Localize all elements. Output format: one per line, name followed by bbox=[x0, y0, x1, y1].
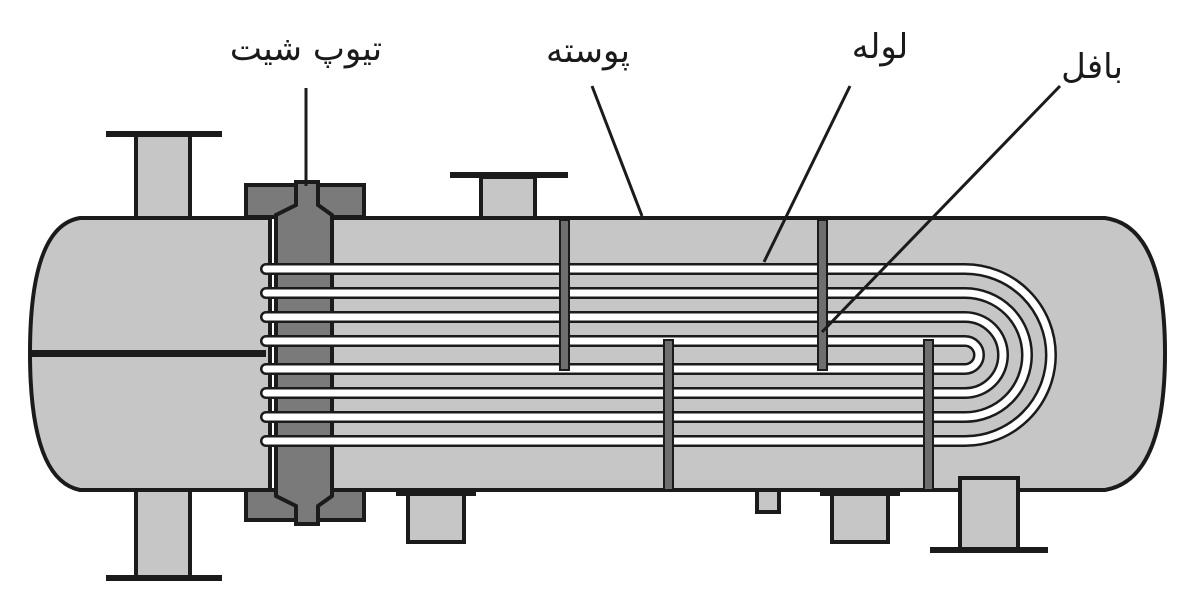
shell-bottom-nozzle-2 bbox=[830, 488, 890, 544]
baffle-leader-line bbox=[820, 84, 1062, 334]
tubesheet-plate bbox=[274, 180, 334, 526]
shell-inlet-flange bbox=[450, 172, 568, 178]
shell bbox=[328, 172, 1168, 553]
channel-outlet-flange bbox=[106, 575, 222, 581]
u-tube-2 bbox=[262, 313, 1007, 397]
baffle-label: بافل bbox=[1061, 47, 1123, 87]
channel-inlet-flange bbox=[106, 131, 222, 137]
shell-saddle-base bbox=[930, 547, 1048, 553]
leader-lines bbox=[590, 84, 1062, 334]
u-tube-3 bbox=[262, 289, 1031, 421]
shell-drain bbox=[755, 488, 781, 514]
shell-body bbox=[328, 216, 1168, 492]
channel-outlet-nozzle bbox=[134, 486, 192, 580]
shell-bottom-flange-1 bbox=[396, 490, 476, 496]
shell-saddle-support bbox=[958, 476, 1020, 552]
baffle-1 bbox=[559, 219, 570, 371]
tube-label: لوله bbox=[852, 27, 909, 67]
baffle-4 bbox=[923, 339, 934, 491]
u-tube-4 bbox=[262, 265, 1055, 445]
shell-label: پوسته bbox=[546, 31, 630, 71]
channel-inlet-nozzle bbox=[134, 133, 192, 222]
baffle-2 bbox=[663, 339, 674, 491]
u-tube-1 bbox=[262, 337, 983, 373]
shell-leader-line bbox=[590, 85, 644, 217]
tube-leader-line bbox=[762, 85, 852, 263]
shell-inlet-nozzle bbox=[479, 175, 537, 225]
baffle-3 bbox=[817, 219, 828, 371]
tubesheet-label: تیوپ شیت bbox=[230, 29, 382, 69]
shell-bottom-flange-2 bbox=[820, 490, 900, 496]
channel-head bbox=[27, 131, 272, 581]
shell-bottom-nozzle-1 bbox=[406, 488, 466, 544]
tube-bundle bbox=[260, 263, 1057, 447]
baffles bbox=[559, 219, 934, 491]
pass-partition-plate bbox=[30, 350, 266, 357]
